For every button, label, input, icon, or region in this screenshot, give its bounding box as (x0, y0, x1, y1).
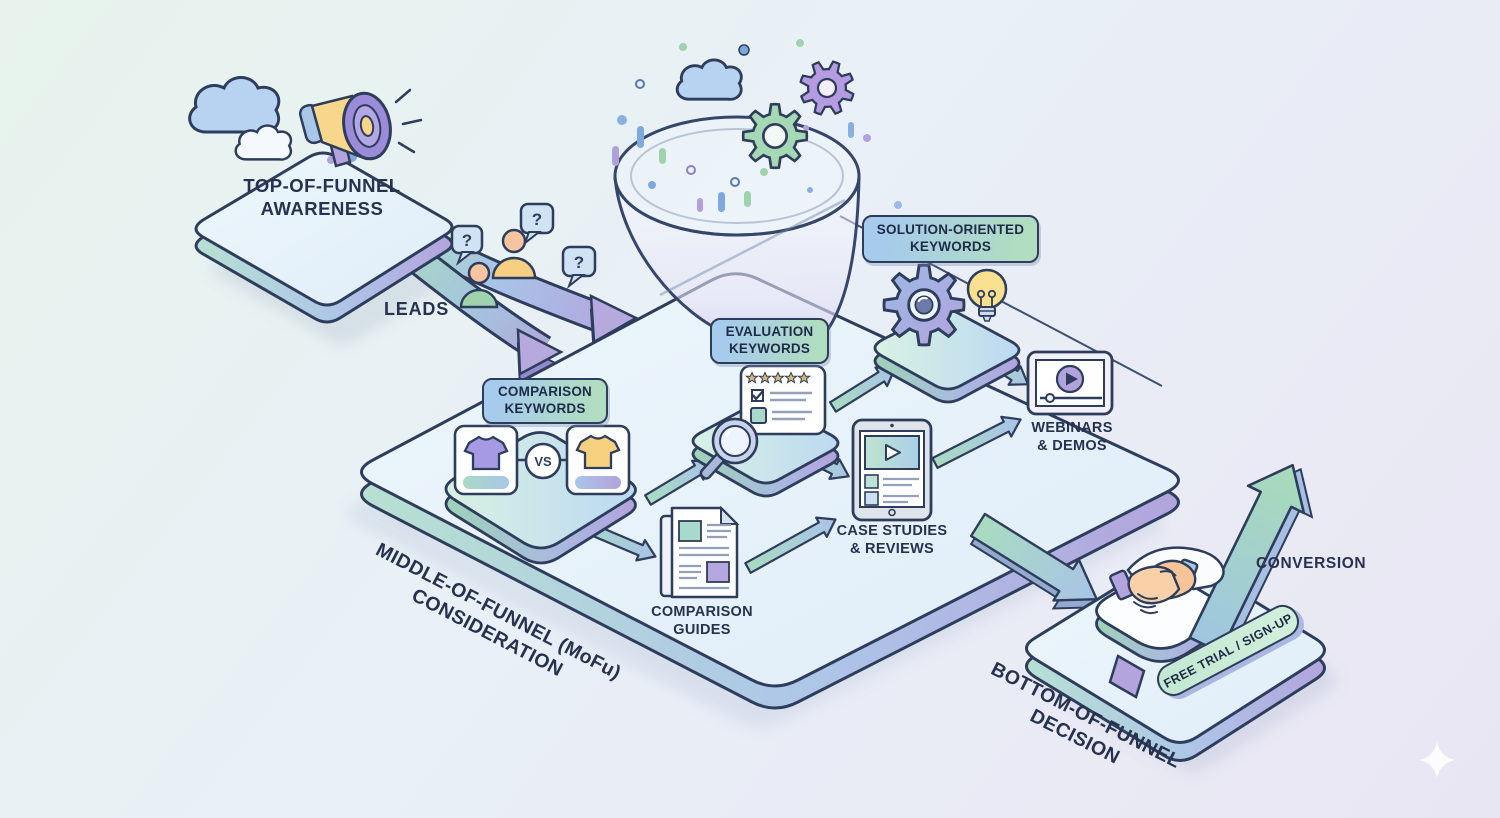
review-card-icon (739, 364, 827, 436)
question-mark: ? (462, 231, 472, 250)
arrow-guides-to-cases (744, 516, 837, 574)
cloud-icon (188, 76, 281, 134)
question-mark: ? (574, 253, 584, 272)
badge-evaluation-keywords: EVALUATION KEYWORDS (710, 318, 829, 364)
tofu-line2: AWARENESS (260, 197, 384, 219)
label-line: CASE STUDIES (836, 523, 948, 539)
badge-comparison-keywords: COMPARISON KEYWORDS (482, 378, 608, 424)
document-icon (659, 505, 740, 599)
leads-label: LEADS (384, 299, 450, 319)
question-mark: ? (532, 210, 542, 229)
label-line: WEBINARS (1031, 420, 1113, 436)
question-bubble-icon: ? (561, 245, 597, 289)
badge-line: KEYWORDS (728, 341, 811, 356)
gear-icon-purple (791, 52, 863, 124)
badge-line: KEYWORDS (909, 239, 992, 254)
comparison-cards: VS (453, 424, 631, 496)
tofu-stage-label: TOP-OF-FUNNEL AWARENESS (227, 175, 417, 220)
arrow-evaluation-to-solution (828, 366, 897, 413)
tablet-icon (851, 418, 933, 522)
vs-label: VS (534, 454, 552, 469)
tofu-platform (194, 151, 454, 324)
case-studies-label: CASE STUDIES & REVIEWS (822, 523, 962, 558)
handshake-icon (1109, 546, 1225, 615)
person-icon-yellow (491, 228, 537, 280)
megaphone-icon (298, 88, 423, 168)
label-line: & DEMOS (1037, 437, 1107, 454)
badge-solution-keywords: SOLUTION-ORIENTED KEYWORDS (862, 215, 1039, 263)
gear-icon-green (741, 102, 809, 170)
sparkle-icon (1419, 742, 1455, 778)
magnifier-icon (699, 417, 759, 480)
comparison-guides-label: COMPARISON GUIDES (632, 604, 772, 639)
badge-line: COMPARISON (497, 384, 592, 400)
tofu-line1: TOP-OF-FUNNEL (243, 175, 401, 196)
question-bubble-icon: ? (450, 224, 484, 266)
arrow-cases-to-webinars (931, 415, 1022, 470)
label-line: & REVIEWS (849, 540, 935, 557)
conversion-label: CONVERSION (1256, 555, 1367, 572)
vs-badge (524, 442, 562, 480)
particles (612, 39, 902, 212)
label-line: COMPARISON (651, 604, 753, 620)
sound-lines-icon (394, 88, 423, 154)
person-icon-green (459, 261, 499, 309)
badge-line: SOLUTION-ORIENTED (876, 222, 1025, 238)
decision-arrow (969, 512, 1099, 610)
gear-icon-solution (882, 263, 966, 347)
badge-line: EVALUATION (725, 324, 814, 340)
badge-line: KEYWORDS (504, 401, 586, 416)
webinars-demos-label: WEBINARS & DEMOS (1002, 420, 1142, 455)
label-line: GUIDES (673, 621, 731, 638)
lightbulb-icon (966, 268, 1008, 322)
question-bubble-icon: ? (519, 202, 555, 246)
video-player-icon (1026, 350, 1114, 416)
cloud-icon-funnel (675, 58, 743, 101)
